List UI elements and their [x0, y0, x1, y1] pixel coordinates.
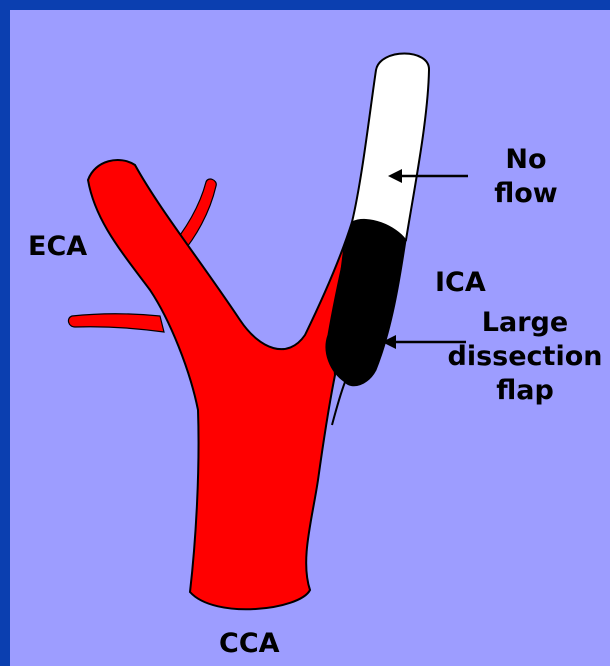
no-flow-label-line2: flow	[476, 177, 576, 211]
dissection-flap-label-line3: flap	[425, 374, 610, 408]
eca-lower-branch	[68, 314, 164, 332]
no-flow-arrow	[388, 169, 468, 183]
ica-no-flow-segment	[352, 54, 429, 241]
carotid-artery-body	[88, 160, 352, 609]
eca-label: ECA	[28, 230, 87, 264]
diagram-panel: ECA ICA CCA No flow Large dissection fla…	[10, 10, 610, 666]
no-flow-label: No flow	[476, 143, 576, 211]
dissection-flap-label-line2: dissection	[425, 340, 610, 374]
no-flow-label-line1: No	[476, 143, 576, 177]
dissection-flap-label-line1: Large	[425, 306, 610, 340]
dissection-flap	[326, 219, 406, 385]
cca-label: CCA	[219, 627, 280, 661]
dissection-flap-label: Large dissection flap	[425, 306, 610, 408]
dissection-flap-tail	[332, 382, 345, 425]
ica-label: ICA	[435, 266, 486, 300]
